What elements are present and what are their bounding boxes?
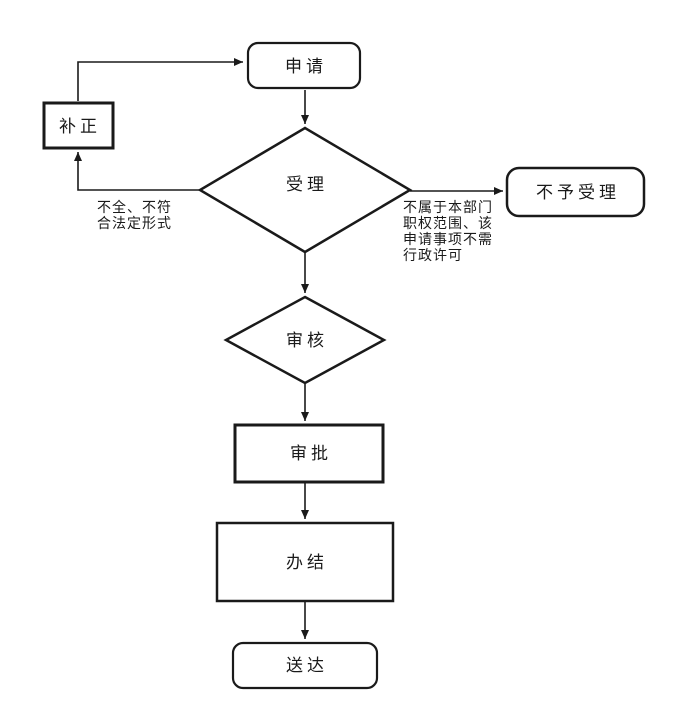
- node-finish-label: 办结: [286, 553, 328, 572]
- edge-accept-to-correction: [74, 152, 200, 191]
- node-review-shape: [223, 295, 387, 385]
- edge-correction-to-apply: [77, 58, 243, 101]
- node-correction-shape: [42, 101, 115, 150]
- node-reject-label: 不予受理: [536, 183, 620, 202]
- node-deliver-shape: [231, 641, 379, 690]
- node-approve-shape: [233, 423, 385, 484]
- node-correction-label: 补正: [59, 117, 101, 136]
- node-accept-shape: [197, 126, 413, 254]
- node-apply-label: 申请: [285, 57, 327, 76]
- node-apply-shape: [246, 41, 362, 90]
- edge-label-incomplete: 不全、不符 合法定形式: [97, 199, 177, 231]
- node-review-label: 审核: [286, 331, 328, 350]
- node-finish-shape: [215, 521, 395, 603]
- node-accept-label: 受理: [286, 175, 328, 194]
- node-reject-shape: [505, 166, 646, 218]
- node-deliver-label: 送达: [286, 656, 328, 675]
- edge-label-not-in-scope: 不属于本部门 职权范围、该 申请事项不需 行政许可: [403, 199, 498, 263]
- node-approve-label: 审批: [290, 444, 332, 463]
